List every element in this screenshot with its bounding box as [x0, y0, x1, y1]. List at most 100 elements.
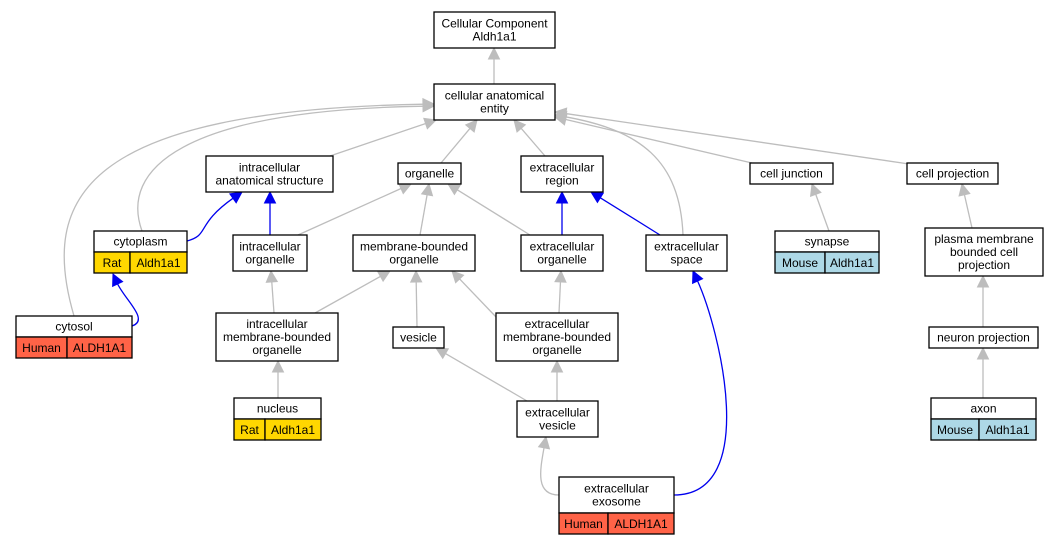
node-label: vesicle [539, 419, 576, 433]
gene-cell [607, 512, 675, 535]
edge-line [63, 103, 425, 317]
node-box [924, 227, 1044, 277]
arrowhead [422, 97, 436, 111]
node-label: extracellular [530, 161, 595, 175]
edge-vesicle-to-mbo [409, 269, 423, 328]
species-label: Mouse [782, 256, 818, 270]
arrowhead [550, 359, 564, 373]
node-label: organelle [389, 253, 439, 267]
arrowhead [451, 270, 465, 284]
edge-exosome-to-ev [537, 435, 560, 496]
arrowhead [513, 119, 527, 133]
edge-es-to-cae [553, 110, 684, 236]
node-label: membrane-bounded [503, 330, 611, 344]
node-label: extracellular [654, 240, 719, 254]
node-cj[interactable]: cell junction [749, 162, 834, 185]
arrowhead [976, 274, 990, 288]
node-label: synapse [805, 235, 850, 249]
edge-pmbcp-to-cp [958, 182, 973, 229]
arrowhead [271, 359, 285, 373]
node-np[interactable]: neuron projection [928, 326, 1039, 349]
node-label: Aldh1a1 [472, 30, 516, 44]
annotation-synapse: Mouse Aldh1a1 [774, 251, 880, 274]
node-box [205, 155, 334, 193]
node-label: organelle [405, 167, 455, 181]
edge-mbo-to-organelle [419, 182, 434, 236]
edge-cp-to-cae [553, 107, 910, 165]
node-label: intracellular [239, 240, 300, 254]
arrowhead [976, 346, 990, 360]
edge-organelle-to-cae [440, 119, 478, 164]
node-label: region [545, 174, 578, 188]
gene-label: Aldh1a1 [830, 256, 874, 270]
edge-nucleus-to-imbo [271, 359, 285, 398]
node-label: extracellular [525, 317, 590, 331]
gene-cell [66, 336, 133, 359]
arrowhead [537, 435, 551, 450]
edge-imbo-to-mbo [314, 270, 391, 314]
node-box [558, 476, 675, 514]
edge-cytosol-to-cytoplasm [112, 272, 139, 327]
edge-eo-to-er [555, 190, 569, 235]
node-cp[interactable]: cell projection [906, 162, 999, 185]
edge-eo-to-organelle [447, 183, 531, 236]
edge-cytoplasm-to-ias [186, 191, 243, 242]
arrowhead [487, 46, 501, 60]
edge-line [599, 196, 661, 236]
gene-label: Aldh1a1 [271, 423, 315, 437]
node-label: anatomical structure [215, 174, 323, 188]
species-label: Rat [240, 423, 259, 437]
node-label: organelle [537, 253, 587, 267]
node-label: cytoplasm [113, 235, 167, 249]
node-vesicle[interactable]: vesicle [392, 326, 445, 349]
gene-cell [129, 251, 188, 274]
edge-line [558, 280, 562, 314]
edge-line [415, 280, 418, 328]
edge-line [673, 279, 728, 496]
edge-line [814, 193, 830, 232]
node-organelle[interactable]: organelle [397, 162, 462, 185]
node-box [906, 162, 999, 185]
arrowhead [958, 182, 971, 197]
edge-embo-to-eo [554, 269, 567, 314]
gene-label: ALDH1A1 [614, 517, 668, 531]
node-box [232, 234, 308, 272]
species-label: Mouse [937, 423, 973, 437]
edge-line [520, 127, 546, 157]
edge-line [271, 280, 275, 314]
node-label: bounded cell [950, 245, 1018, 259]
node-box [928, 326, 1039, 349]
node-label: axon [970, 402, 996, 416]
node-label: plasma membrane [934, 232, 1034, 246]
arrowhead [692, 269, 704, 285]
node-box [645, 234, 728, 272]
gene-cell [824, 251, 880, 274]
node-label: cell projection [916, 167, 989, 181]
node-label: cytosol [55, 320, 92, 334]
gene-label: ALDH1A1 [73, 341, 127, 355]
node-label: extracellular [530, 240, 595, 254]
edge-embo-to-mbo [451, 270, 498, 319]
node-box [495, 312, 619, 362]
